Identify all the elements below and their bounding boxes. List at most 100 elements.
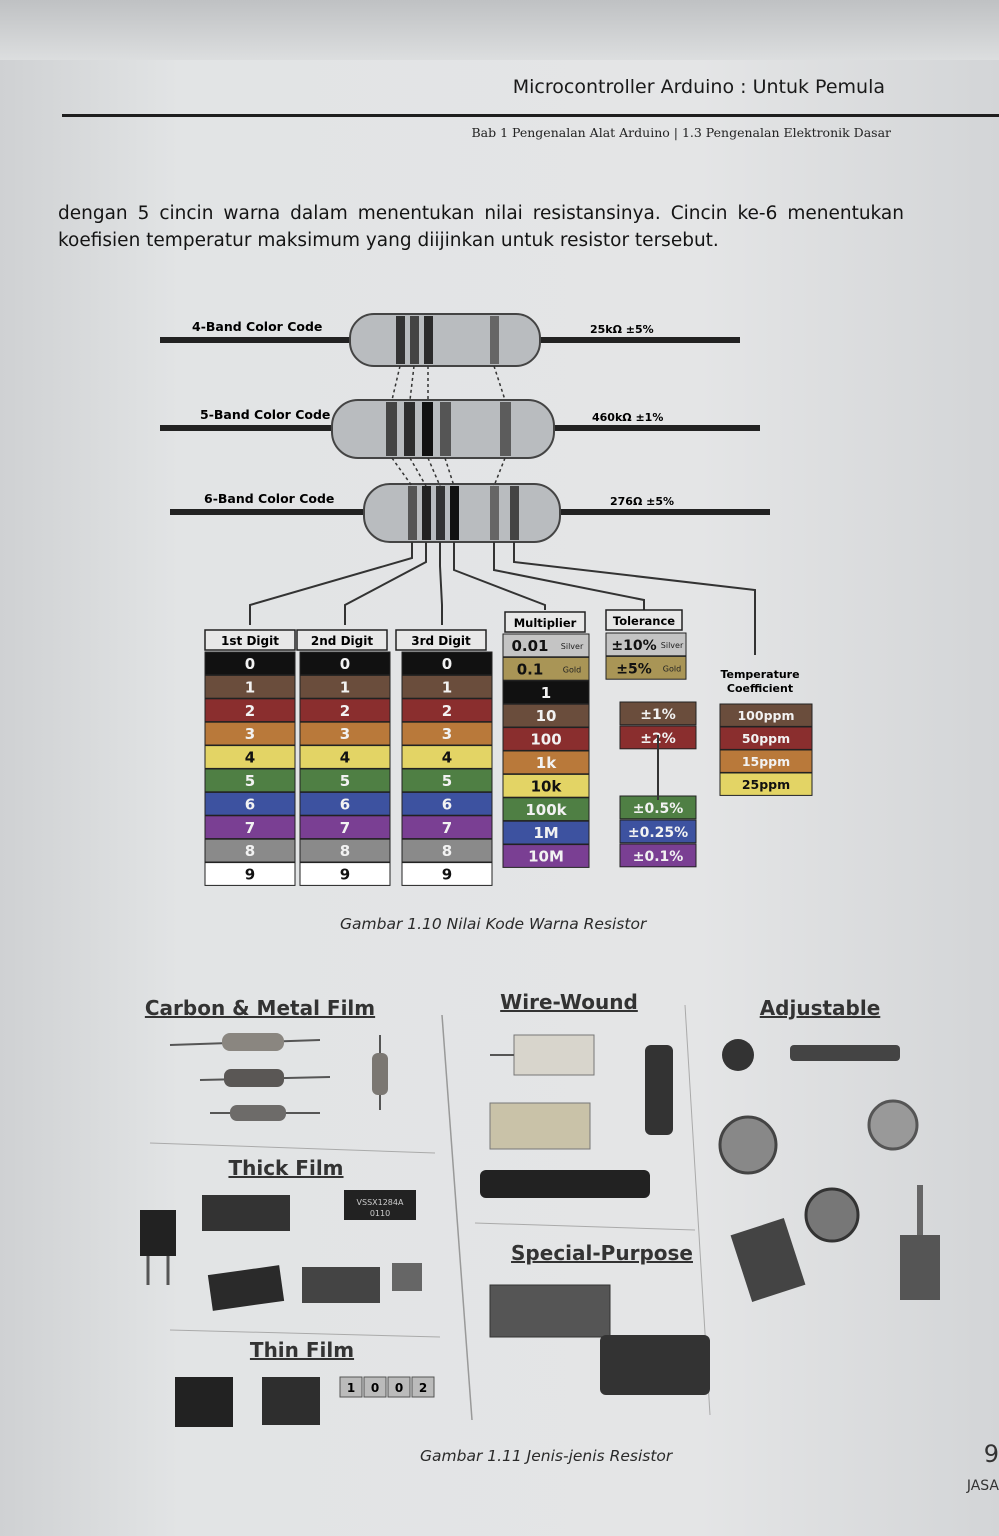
band-connectors: [391, 365, 506, 487]
divider-special: [474, 1222, 696, 1231]
second-digit-cell: [299, 768, 391, 793]
figure1-caption: Gambar 1.10 Nilai Kode Warna Resistor: [340, 915, 647, 933]
third-digit-value: 0: [442, 655, 452, 673]
second-digit-value: 9: [340, 866, 350, 884]
resistor-types-figure: Carbon & Metal Film Wire-Wound Adjustabl…: [140, 990, 940, 1427]
tolerance-value: ±10%: [611, 638, 656, 654]
tolerance-cell: [619, 819, 697, 844]
tolerance-column: ±10%Silver±5%Gold±1%±2%±0.5%±0.25%±0.1%: [605, 632, 697, 868]
third-digit-cell: [401, 862, 493, 886]
header-rule: [62, 114, 999, 117]
third-digit-value: 4: [442, 749, 452, 767]
band4-value: 25kΩ ±5%: [590, 323, 654, 336]
first-digit-value: 1: [245, 678, 255, 696]
multiplier-value: 10k: [531, 777, 563, 795]
temperature-value: 100ppm: [737, 708, 794, 723]
third-digit-cell: [401, 721, 493, 746]
band5-value: 460kΩ ±1%: [592, 411, 663, 424]
title-wire-wound: Wire-Wound: [500, 990, 638, 1014]
band5-label: 5-Band Color Code: [200, 407, 330, 422]
band6-label: 6-Band Color Code: [204, 491, 334, 506]
first-digit-value: 2: [245, 702, 255, 720]
tolerance-cell: [605, 655, 687, 680]
second-digit-cell: [299, 721, 391, 746]
column-leaders: [249, 542, 756, 655]
page-number: 9: [983, 1440, 999, 1468]
multiplier-value: 0.1: [517, 660, 544, 678]
second-digit-value: 7: [340, 819, 350, 837]
third-digit-value: 9: [442, 866, 452, 884]
first-digit-cell: [204, 791, 296, 816]
title-special-purpose: Special-Purpose: [511, 1241, 693, 1265]
tolerance-value: ±5%: [616, 661, 652, 677]
tolerance-sublabel: Gold: [663, 664, 681, 673]
body-paragraph: dengan 5 cincin warna dalam menentukan n…: [58, 203, 904, 251]
temperature-cell: [719, 749, 813, 773]
first-digit-cell: [204, 745, 296, 769]
temperature-cell: [719, 726, 813, 750]
third-digit-cell: [401, 815, 493, 840]
second-digit-value: 8: [340, 842, 350, 860]
third-digit-value: 7: [442, 819, 452, 837]
second-digit-value: 6: [340, 795, 350, 813]
second-digit-cell: [299, 862, 391, 886]
title-thin-film: Thin Film: [250, 1338, 354, 1362]
temperature-cell: [719, 772, 813, 796]
third-digit-cell: [401, 838, 493, 863]
resistor-6-band: [170, 483, 770, 543]
multiplier-cell: [502, 703, 590, 728]
multiplier-cell: [502, 797, 590, 822]
third-digit-value: 2: [442, 702, 452, 720]
multiplier-cell: [502, 750, 590, 775]
third-digit-value: 3: [442, 725, 452, 743]
multiplier-value: 10M: [528, 848, 564, 866]
multiplier-cell: [502, 727, 590, 751]
temperature-value: 25ppm: [742, 777, 790, 792]
tolerance-cell: [619, 701, 697, 726]
second-digit-value: 3: [340, 725, 350, 743]
multiplier-value: 1M: [533, 824, 558, 842]
title-adjustable: Adjustable: [760, 996, 881, 1020]
multiplier-value: 100: [530, 731, 561, 749]
carbon-film-resistors: [169, 1033, 388, 1121]
tolerance-value: ±0.25%: [628, 825, 688, 841]
multiplier-cell: [502, 633, 590, 658]
multiplier-cell: [502, 820, 590, 845]
first-digit-value: 9: [245, 866, 255, 884]
running-header-title: Microcontroller Arduino : Untuk Pemula: [512, 76, 885, 98]
divider-left: [441, 1014, 473, 1421]
figure2-caption: Gambar 1.11 Jenis-jenis Resistor: [420, 1447, 673, 1465]
first-digit-cell: [204, 838, 296, 863]
third-digit-cell: [401, 791, 493, 816]
third-digit-value: 8: [442, 842, 452, 860]
tolerance-value: ±0.5%: [633, 801, 684, 817]
temperature-value: 15ppm: [742, 754, 790, 769]
chip-label-0110: 0110: [370, 1209, 390, 1218]
band6-value: 276Ω ±5%: [610, 495, 674, 508]
second-digit-cell: [299, 674, 391, 699]
wire-wound-resistors: [480, 1034, 673, 1198]
chip-digit-4: 2: [419, 1381, 427, 1395]
title-thick-film: Thick Film: [228, 1156, 343, 1180]
header-multiplier: Multiplier: [514, 616, 577, 630]
first-digit-value: 5: [245, 772, 255, 790]
tolerance-cell: [605, 632, 687, 657]
third-digit-cell: [401, 768, 493, 793]
third-digit-value: 6: [442, 795, 452, 813]
chip-digit-2: 0: [371, 1381, 379, 1395]
second-digit-cell: [299, 651, 391, 676]
resistor-4-band: [160, 313, 740, 367]
multiplier-value: 1: [541, 684, 551, 702]
second-digit-cell: [299, 745, 391, 769]
first-digit-value: 4: [245, 749, 255, 767]
multiplier-cell: [502, 656, 590, 681]
second-digit-value: 2: [340, 702, 350, 720]
footer-word: JASA: [966, 1478, 999, 1494]
second-digit-cell: [299, 838, 391, 863]
temperature-cell: [719, 703, 813, 727]
tolerance-value: ±0.1%: [633, 849, 684, 865]
